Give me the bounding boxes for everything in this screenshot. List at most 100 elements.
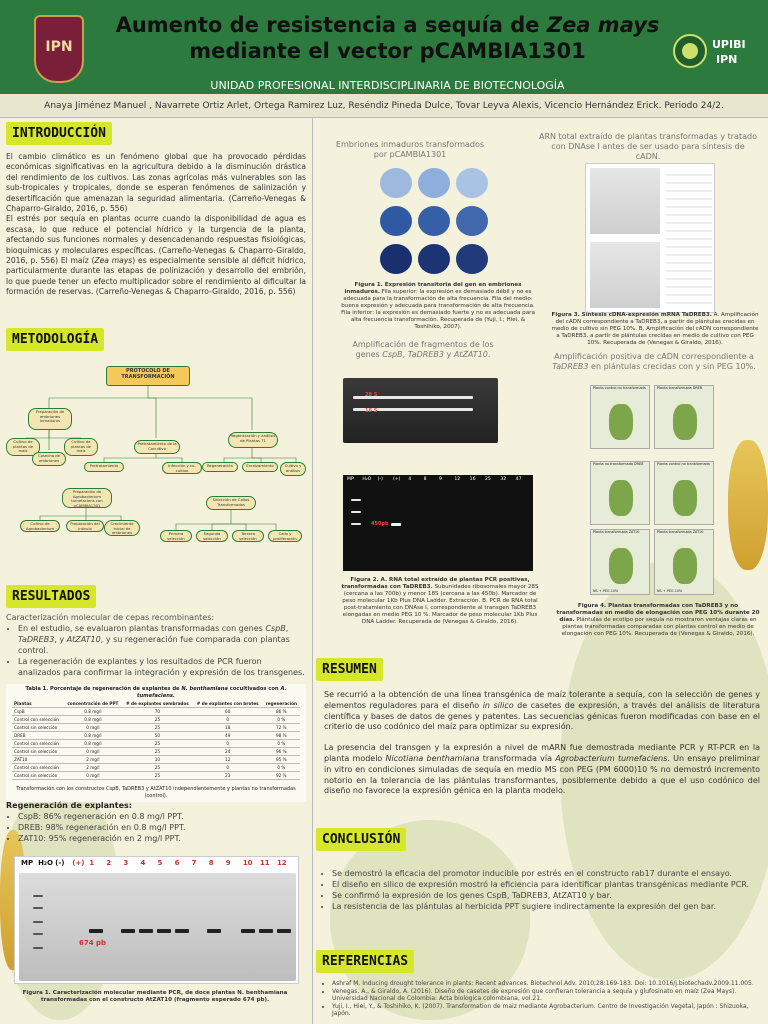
authors-line: Anaya Jiménez Manuel , Navarrete Ortiz A… — [0, 94, 768, 118]
table-cell: ZAT10 — [12, 755, 64, 764]
gel-lane-label: (-) — [55, 859, 65, 867]
table-cell: 25 — [122, 715, 193, 724]
upibi-logo: UPIBI IPN — [673, 34, 746, 68]
table-cell: Control con selección — [12, 763, 64, 772]
embryo-images — [380, 168, 490, 278]
table-cell: 0 — [192, 763, 263, 772]
gel2-lane-label: 8 — [423, 477, 427, 482]
table-header-cell: concentración de PPT — [63, 700, 123, 708]
regen-title: Regeneración de explantes: — [6, 801, 132, 810]
table-cell: 25 — [122, 763, 193, 772]
embryo-image — [456, 168, 488, 198]
svg-text:IPN: IPN — [716, 53, 737, 66]
poster-title: Aumento de resistencia a sequía de Zea m… — [115, 13, 660, 63]
gel2-lane-label: 47 — [515, 477, 522, 482]
gel2-lane-label: 25 — [485, 477, 491, 482]
flow-node: Cultivo de Agrobacterium — [20, 520, 60, 532]
flow-node: Pretratamiento de la Cocultivo — [134, 440, 180, 454]
plant-photo: Planta control no transformada — [590, 385, 650, 449]
gel2-lane-label: H₂O — [362, 477, 372, 482]
gel-lane-label: 3 — [123, 859, 129, 867]
embryo-image — [456, 244, 488, 274]
flow-node: Regeneración — [202, 462, 238, 472]
flow-node: Pretratamiento — [84, 462, 124, 472]
table-cell: 25 — [122, 723, 193, 732]
regen-item: ZAT10: 95% regeneración en 2 mg/l PPT. — [18, 833, 306, 844]
flow-node: Callo y proliferación — [268, 530, 302, 542]
flow-node: Enraizamiento — [242, 462, 278, 472]
conclusion-item: Se confirmó la expresión de los genes Cs… — [332, 890, 760, 901]
resultados-bullet: En el estudio, se evaluaron plantas tran… — [18, 623, 306, 656]
table-cell: 96 % — [262, 747, 300, 756]
embryo-image — [380, 244, 412, 274]
header-banner: IPN Aumento de resistencia a sequía de Z… — [0, 0, 768, 94]
table-note: Transformación con los constructos CspB,… — [16, 786, 296, 799]
gel-lane-label: 4 — [140, 859, 146, 867]
gel-lane-label: (+) — [72, 859, 85, 867]
table-cell: 0 — [192, 715, 263, 724]
flow-node: Cultivo de plantas de maíz — [64, 438, 98, 456]
background-leaves — [560, 560, 768, 980]
cdna-gel-figure — [585, 163, 715, 313]
table-cell: 60 — [192, 707, 263, 716]
gel2-lane-label: 16 — [469, 477, 476, 482]
conclusion-item: La resistencia de las plántulas al herbi… — [332, 901, 760, 912]
gel-caption: Figura 1. Caracterización molecular medi… — [22, 990, 288, 1003]
section-heading-introduccion: INTRODUCCIÓN — [6, 122, 112, 145]
conclusion-item: Se demostró la eficacia del promotor ind… — [332, 868, 760, 879]
background-leaves — [330, 820, 530, 1020]
table-cell: 0.8 mg/l — [63, 715, 123, 724]
plant-photo: Planta control no transformada — [654, 461, 714, 525]
conclusion-list: Se demostró la eficacia del promotor ind… — [320, 868, 760, 912]
fig4-caption: Figura 4. Plantas transformadas con TaDR… — [556, 603, 760, 637]
table-cell: 0 % — [262, 715, 300, 724]
gel-image — [590, 168, 660, 234]
amp-title: Amplificación de fragmentos de los genes… — [352, 340, 494, 359]
gel2-lane-label: (+) — [393, 477, 401, 482]
table-cell: 25 — [122, 747, 193, 756]
embryo-image — [380, 206, 412, 236]
ipn-logo: IPN — [34, 15, 84, 83]
introduccion-text: El cambio climático es un fenómeno globa… — [6, 152, 306, 297]
table-cell: Control con selección — [12, 715, 64, 724]
arn-title: ARN total extraído de plantas transforma… — [539, 132, 757, 161]
rna-gel-image: 28 S 18 S — [343, 378, 498, 443]
embryo-image — [380, 168, 412, 198]
table-cell: CspB — [12, 707, 64, 716]
gel-lane-label: 1 — [89, 859, 95, 867]
section-heading-resultados: RESULTADOS — [6, 585, 97, 608]
gel-lane-label: 9 — [225, 859, 231, 867]
gel-lane-label: 12 — [276, 859, 287, 867]
flowchart-connectors — [26, 386, 297, 530]
flow-node: Segunda selección — [196, 530, 228, 542]
table-cell: 24 — [192, 747, 263, 756]
regeneration-summary: Regeneración de explantes: CspB: 86% reg… — [6, 800, 306, 844]
methodology-flowchart: PROTOCOLO DE TRANSFORMACIÓN Preparación … — [6, 358, 306, 564]
resultados-bullet: La regeneración de explantes y los resul… — [18, 656, 306, 678]
conclusion-item: El diseño en silico de expresión mostró … — [332, 879, 760, 890]
table-cell: 92 % — [262, 771, 300, 780]
table-cell: 0 mg/l — [63, 771, 123, 780]
table-cell: 0.8 mg/l — [63, 707, 123, 716]
gel-band-label: 674 pb — [79, 939, 107, 947]
gel-lane-label: H₂O — [38, 859, 53, 867]
plant-photos: Planta control no transformada Planta tr… — [590, 385, 715, 597]
gel-image — [590, 242, 660, 308]
table-cell: 25 — [122, 771, 193, 780]
gel-lane-label: MP — [21, 859, 34, 867]
gel-lane-label: 8 — [208, 859, 214, 867]
plant-photo: Planta no transformada DREB — [590, 461, 650, 525]
resultados-intro: Caracterización molecular de cepas recom… — [6, 612, 306, 678]
gel2-band-label: 450pb — [371, 521, 389, 527]
gel-label-18s: 18 S — [365, 408, 378, 414]
reference-item: Venegas, A., & Giraldo, A. (2016). Diseñ… — [332, 988, 760, 1003]
table-cell: 98 % — [262, 731, 300, 740]
